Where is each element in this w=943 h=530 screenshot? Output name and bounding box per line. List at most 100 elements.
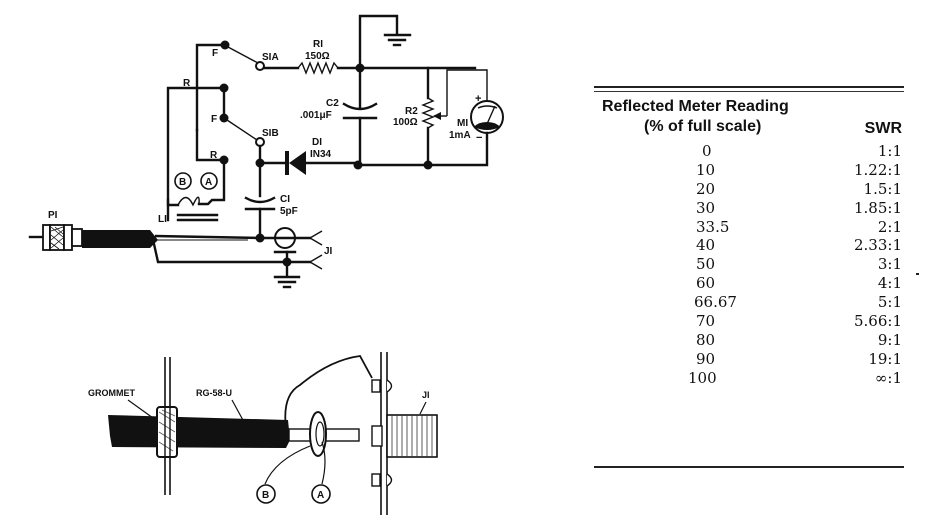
r1-value: 150Ω <box>305 51 330 62</box>
table-row: 20 1.5:1 <box>594 180 904 199</box>
stray-print-mark <box>916 273 919 275</box>
s1b-f-label: F <box>211 114 217 125</box>
swr-cell: 9:1 <box>877 330 902 349</box>
grommet-label: GROMMET <box>88 388 135 398</box>
toroid-pickup <box>309 411 327 457</box>
s1a-f-contact <box>220 40 230 50</box>
switch-s1a <box>195 40 300 132</box>
table-row: 40 2.33:1 <box>594 236 904 255</box>
table-row: 60 4:1 <box>594 274 904 293</box>
pickup-a-marker <box>200 172 218 190</box>
s1a-f-label: F <box>212 48 218 59</box>
grommet <box>156 406 178 458</box>
d1-name: DI <box>312 137 322 148</box>
line-section-l1 <box>176 213 219 222</box>
table-row: 100 ∞:1 <box>594 369 904 388</box>
pickup-loop <box>177 196 200 207</box>
reading-cell: 80 <box>696 330 716 349</box>
reading-cell: 90 <box>696 349 716 368</box>
swr-cell: 2.33:1 <box>854 236 902 255</box>
rg58-cable <box>108 415 290 448</box>
swr-cell: 5:1 <box>877 293 902 312</box>
c1-name: CI <box>280 194 290 205</box>
m1-value: 1mA <box>449 130 471 141</box>
callout-a-marker <box>311 484 331 504</box>
swr-cell: 4:1 <box>877 274 902 293</box>
r1-name: RI <box>313 39 323 50</box>
r2-value: 100Ω <box>393 117 418 128</box>
m1-plus: + <box>475 93 481 105</box>
reading-cell: 40 <box>696 236 716 255</box>
table-row: 10 1.22:1 <box>594 161 904 180</box>
pickup-assembly-drawing: GROMMET RG-58-U JI B A <box>88 352 438 515</box>
reading-cell: 66.67 <box>694 293 737 312</box>
meter-m1-icon <box>358 100 504 167</box>
swr-bridge-schematic: F SIA RI 150Ω C2 .001μF R2 100Ω + − MI 1… <box>28 14 504 289</box>
capacitor-c2 <box>342 66 378 167</box>
header-reading-line1: Reflected Meter Reading <box>602 98 789 115</box>
s1b-r2-label: R <box>210 150 218 161</box>
swr-cell: 2:1 <box>877 217 902 236</box>
callout-a-label: A <box>317 490 324 501</box>
swr-cell: ∞:1 <box>874 368 902 387</box>
reading-cell: 10 <box>696 160 716 179</box>
table-row: 80 9:1 <box>594 331 904 350</box>
j1-leader <box>419 401 427 415</box>
s1b-label: SIB <box>262 128 279 139</box>
pickup-b-marker <box>174 172 192 190</box>
header-reading-line2: (% of full scale) <box>644 118 762 135</box>
swr-cell: 19:1 <box>868 349 902 368</box>
j1-assembly-label: JI <box>422 390 430 400</box>
r2-name: R2 <box>405 106 418 117</box>
table-row: 66.67 5:1 <box>594 293 904 312</box>
m1-name: MI <box>457 118 468 129</box>
reading-cell: 33.5 <box>696 217 730 236</box>
j1-label: JI <box>324 246 333 257</box>
header-swr: SWR <box>864 120 902 137</box>
callout-b-leader <box>264 445 311 485</box>
s1b-f-contact <box>219 113 229 123</box>
cable-leader <box>231 399 245 423</box>
switch-s1b <box>166 83 265 222</box>
callout-b-marker <box>256 484 276 504</box>
table-row: 33.5 2:1 <box>594 218 904 237</box>
reading-cell: 20 <box>696 179 716 198</box>
coax-cable <box>82 230 289 264</box>
swr-cell: 1.5:1 <box>863 179 902 198</box>
reading-cell: 60 <box>696 274 716 293</box>
diode-d1 <box>255 151 360 175</box>
c2-name: C2 <box>326 98 339 109</box>
s1a-label: SIA <box>262 52 279 63</box>
callout-a-leader <box>321 441 326 485</box>
p1-label: PI <box>48 210 58 221</box>
connector-p1-icon <box>28 224 83 251</box>
swr-cell: 1:1 <box>877 142 902 160</box>
swr-cell: 1.22:1 <box>854 160 902 179</box>
pickup-b-label: B <box>179 177 186 188</box>
resistor-r1 <box>297 61 477 75</box>
capacitor-c1 <box>244 196 276 240</box>
d1-value: IN34 <box>310 149 332 160</box>
m1-minus: − <box>476 132 482 144</box>
c2-value: .001μF <box>300 110 332 121</box>
pickup-a-label: A <box>205 177 212 188</box>
bottom-ground-symbol <box>273 260 301 289</box>
reading-cell: 100 <box>688 368 717 387</box>
table-top-rule <box>594 86 904 88</box>
table-top-rule-thin <box>594 91 904 92</box>
reading-cell: 30 <box>696 198 716 217</box>
cable-label: RG-58-U <box>196 388 232 398</box>
table-bottom-rule <box>594 466 904 468</box>
junction-node <box>423 160 433 170</box>
s1b-r-label: R <box>183 78 191 89</box>
table-row: 90 19:1 <box>594 350 904 369</box>
swr-cell: 5.66:1 <box>854 312 902 331</box>
table-row: 70 5.66:1 <box>594 312 904 331</box>
top-ground-symbol <box>358 14 412 70</box>
braid-lead <box>284 355 373 429</box>
reading-cell: 70 <box>696 312 716 331</box>
